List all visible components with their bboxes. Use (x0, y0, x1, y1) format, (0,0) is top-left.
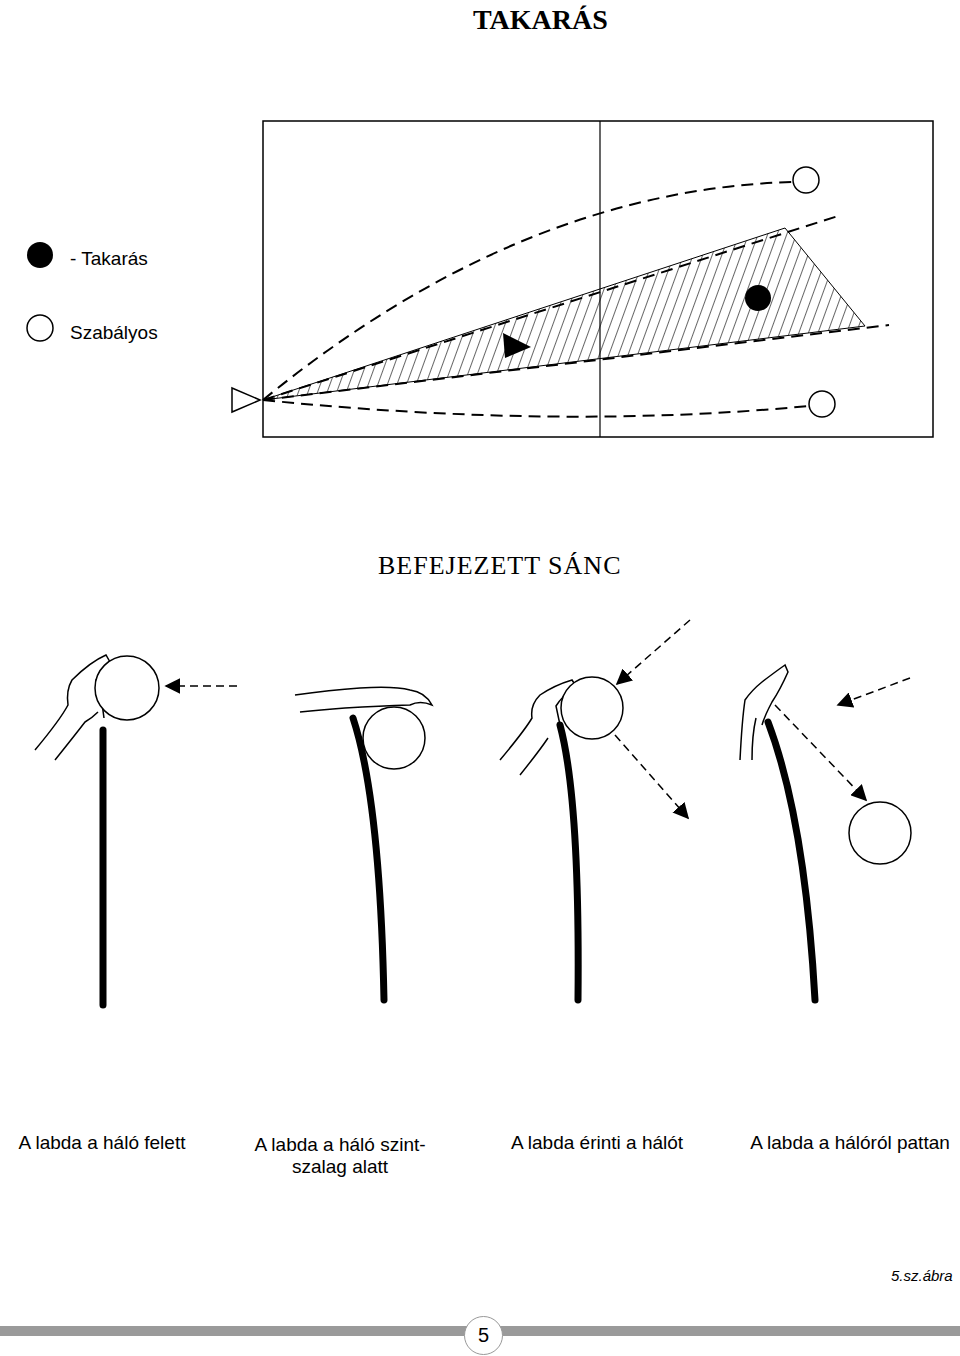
block-figure (295, 687, 432, 1000)
figure-caption: A labda a hálóról pattan (730, 1132, 960, 1154)
cover-symbol (27, 242, 53, 268)
legal-player (809, 391, 835, 417)
legal-symbol (27, 315, 53, 341)
server-symbol (232, 388, 260, 412)
court (263, 121, 933, 437)
page-title: TAKARÁS (473, 4, 608, 36)
page-number: 5 (478, 1324, 489, 1347)
cover-player (745, 285, 771, 311)
legend-label: Szabályos (70, 322, 158, 344)
block-figure (500, 620, 690, 1000)
trajectory (263, 182, 889, 417)
block-figure (35, 655, 237, 1005)
legend-label: - Takarás (70, 248, 148, 270)
legal-player (793, 167, 819, 193)
figure-caption: A labda a háló felett (0, 1132, 217, 1154)
figure-number: 5.sz.ábra (891, 1267, 953, 1284)
covered-zone (263, 228, 865, 400)
figure-caption: A labda a háló szint- szalag alatt (245, 1134, 435, 1178)
figure-caption: A labda érinti a hálót (472, 1132, 722, 1154)
page-number-ball: 5 (464, 1316, 503, 1355)
section-heading: BEFEJEZETT SÁNC (378, 551, 621, 581)
block-figure (740, 665, 911, 1000)
screen-player (503, 333, 531, 358)
